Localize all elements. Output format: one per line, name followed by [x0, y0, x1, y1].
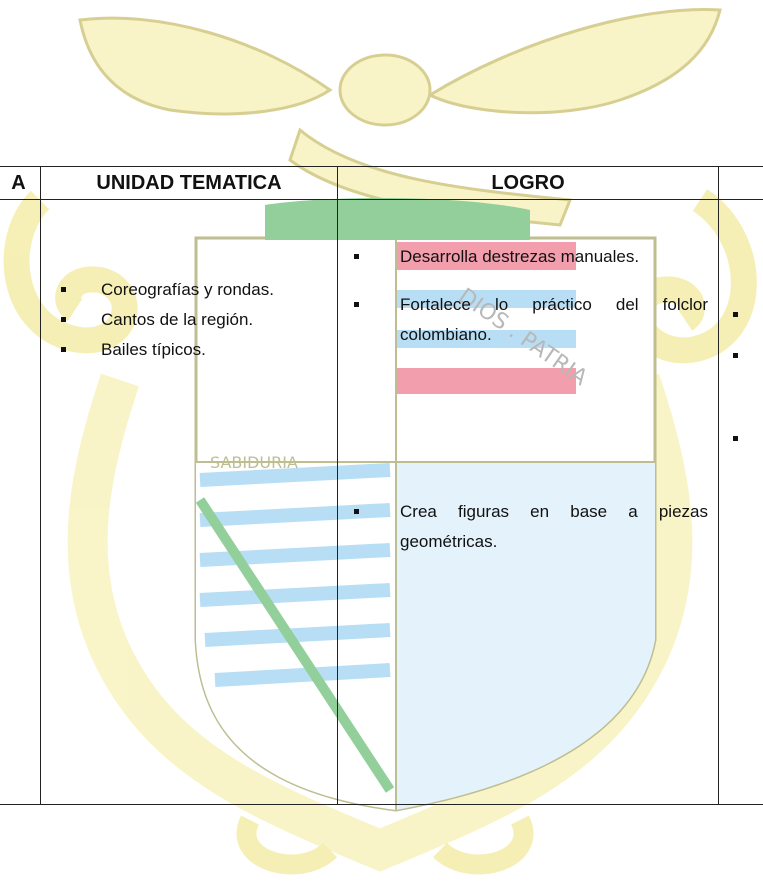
- bullet-square-icon: [61, 317, 66, 322]
- table-row: . Coreografías y rondas. Cantos de la re…: [0, 199, 763, 805]
- unidad-tematica-list: Coreografías y rondas. Cantos de la regi…: [41, 200, 337, 365]
- bullet-square-icon: [354, 509, 359, 514]
- cell-col-d: [718, 199, 763, 805]
- cell-unidad-tematica: Coreografías y rondas. Cantos de la regi…: [40, 199, 338, 805]
- eagle-wing-left: [78, 16, 333, 116]
- list-item: Cantos de la región.: [61, 305, 329, 335]
- bullet-square-icon: [354, 302, 359, 307]
- curriculum-table: A UNIDAD TEMATICA LOGRO . Coreografías y…: [0, 166, 763, 805]
- header-col-a: A: [0, 166, 41, 200]
- list-item: Desarrolla destrezas manuales.: [354, 242, 708, 272]
- logro-list: Desarrolla destrezas manuales. Fortalece…: [338, 200, 718, 557]
- col-a-fragment: .: [0, 375, 1, 392]
- table-header-row: A UNIDAD TEMATICA LOGRO: [0, 166, 763, 200]
- header-logro: LOGRO: [337, 166, 719, 200]
- bullet-square-icon: [733, 353, 738, 358]
- bullet-square-icon: [61, 287, 66, 292]
- list-item: Coreografías y rondas.: [61, 275, 329, 305]
- header-unidad-tematica: UNIDAD TEMATICA: [40, 166, 338, 200]
- header-col-d: [718, 166, 763, 200]
- bullet-square-icon: [354, 254, 359, 259]
- eagle-wing-right: [426, 8, 722, 115]
- bullet-square-icon: [61, 347, 66, 352]
- cell-logro: Desarrolla destrezas manuales. Fortalece…: [337, 199, 719, 805]
- cell-col-a: .: [0, 199, 41, 805]
- bullet-square-icon: [733, 436, 738, 441]
- list-item: Crea figuras en base a piezas geométrica…: [354, 497, 708, 557]
- list-item: Bailes típicos.: [61, 335, 329, 365]
- bullet-square-icon: [733, 312, 738, 317]
- eagle-head: [338, 53, 432, 127]
- list-item: Fortalece lo práctico del folclor colomb…: [354, 290, 708, 350]
